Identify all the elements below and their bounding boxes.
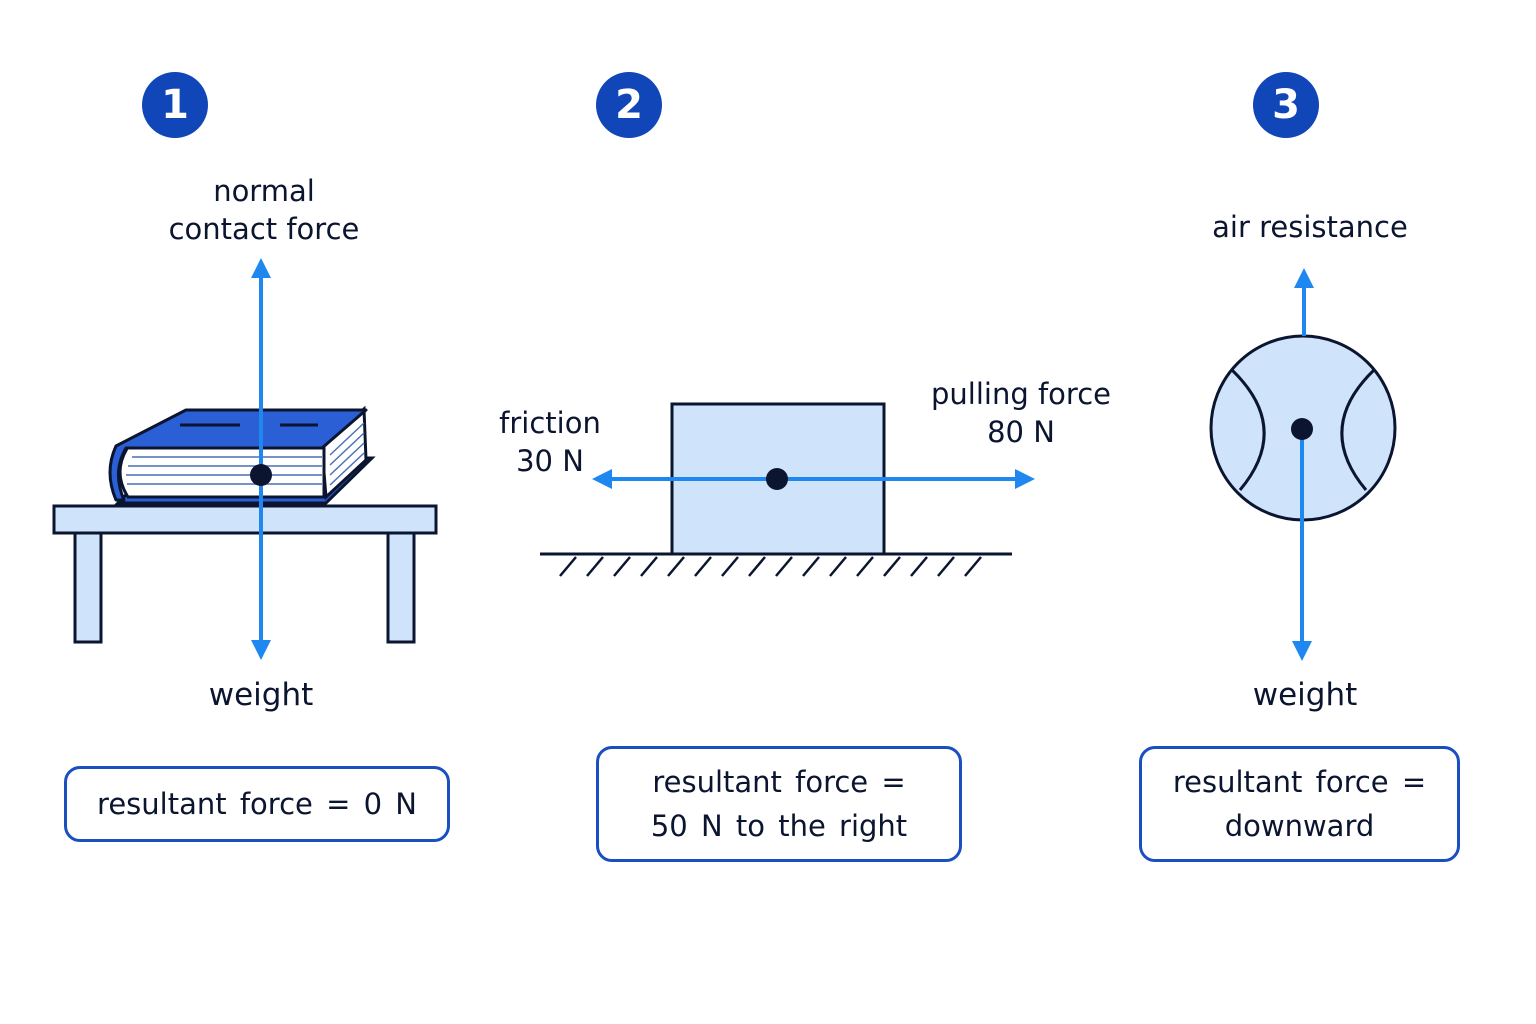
label-normal-line2: contact force [168,212,360,246]
result-text-3-line2: downward [1224,809,1375,843]
hatch-mark [937,556,955,577]
ball-seam-left [1230,368,1266,491]
label-friction-line1: friction [499,406,601,440]
hatch-mark [910,556,928,577]
label-pulling-force: pulling force 80 N [916,375,1126,451]
result-text-3-line1: resultant force = [1172,765,1427,799]
panel-2-drawing [540,402,1035,577]
hatch-mark [856,556,874,577]
label-pulling-line2: 80 N [987,415,1055,449]
hatch-mark [964,556,982,577]
panel-3-drawing [1209,268,1397,661]
hatch-mark [640,556,658,577]
hatch-mark [586,556,604,577]
table-top [52,504,438,535]
ball-seam-right [1340,368,1376,491]
hatch-mark [829,556,847,577]
label-normal-line1: normal [213,174,315,208]
centre-dot-3 [1291,418,1313,440]
result-text-2-line2: 50 N to the right [650,809,908,843]
table-leg-right [386,530,416,644]
hatch-mark [802,556,820,577]
hatch-mark [748,556,766,577]
centre-dot-2 [766,468,788,490]
label-normal-contact-force: normal contact force [144,172,384,248]
step-number-badge-3: 3 [1253,72,1319,138]
step-number-badge-2: 2 [596,72,662,138]
label-friction: friction 30 N [480,404,620,480]
hatch-mark [559,556,577,577]
result-text-2-line1: resultant force = [652,765,906,799]
centre-dot-1 [250,464,272,486]
book [108,405,376,505]
hatch-mark [721,556,739,577]
result-box-1: resultant force = 0 N [64,766,450,842]
label-air-resistance: air resistance [1212,210,1408,244]
label-weight-1: weight [208,677,314,713]
label-friction-line2: 30 N [516,444,584,478]
panel-1-drawing [52,258,438,660]
label-pulling-line1: pulling force [931,377,1111,411]
ground-hatching [559,556,982,577]
hatch-mark [667,556,685,577]
label-weight-3: weight [1252,677,1358,713]
result-text-1: resultant force = 0 N [97,787,417,821]
result-box-3: resultant force = downward [1139,746,1460,862]
result-box-2: resultant force = 50 N to the right [596,746,962,862]
step-number-badge-1: 1 [142,72,208,138]
table [52,504,438,644]
hatch-mark [775,556,793,577]
hatch-mark [613,556,631,577]
table-leg-left [73,530,103,644]
hatch-mark [694,556,712,577]
hatch-mark [883,556,901,577]
